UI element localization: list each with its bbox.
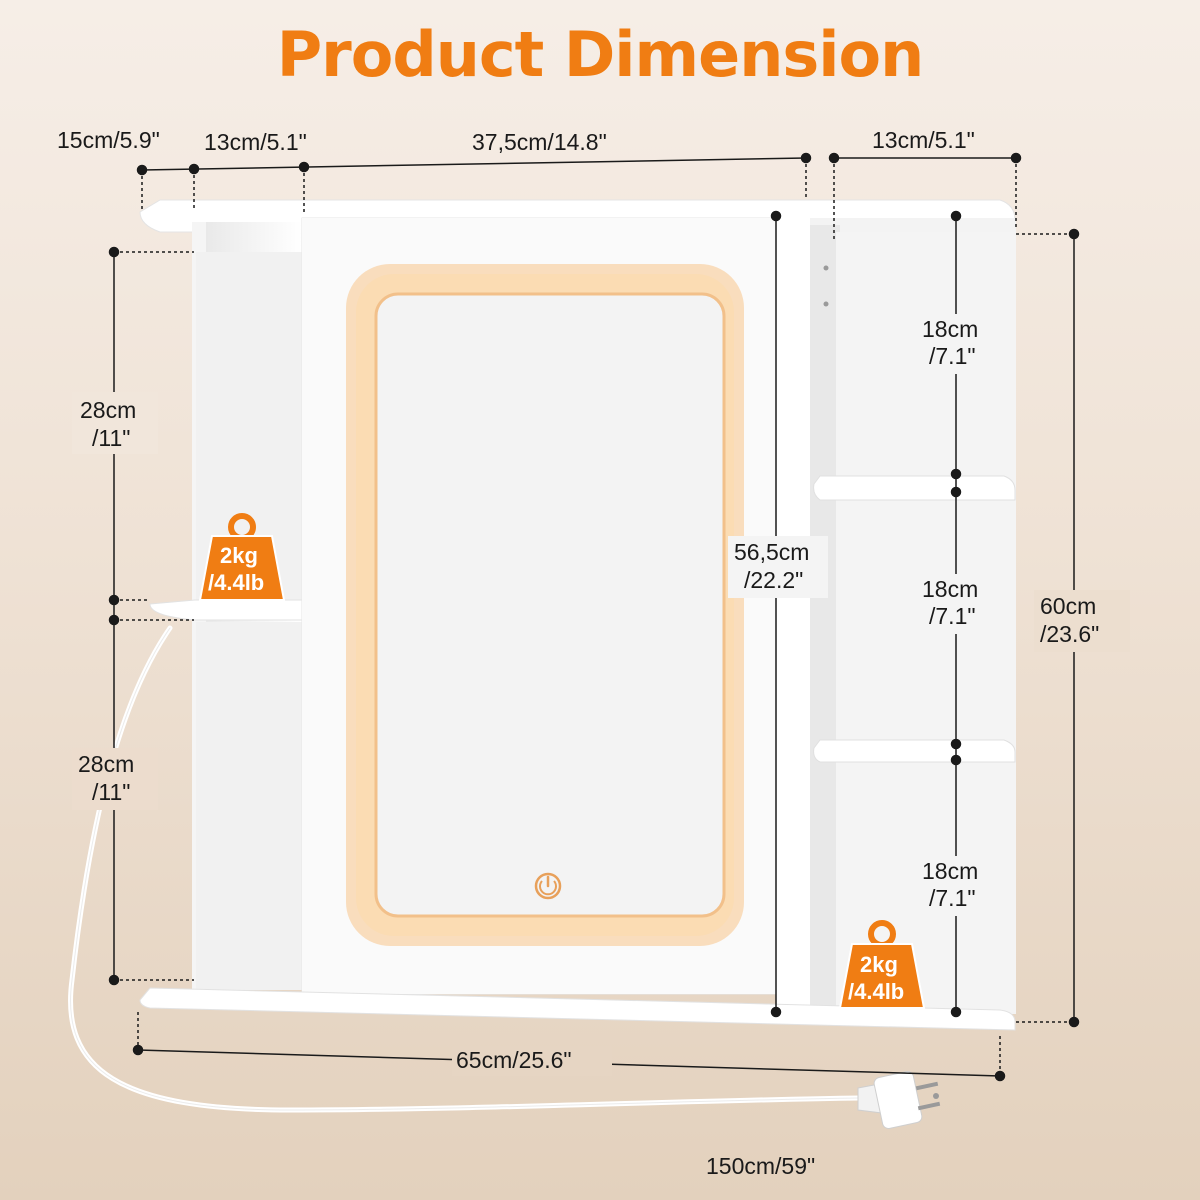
left-lower-compartment [196,622,302,990]
right-shelf-2 [813,739,1016,763]
weight-icon [198,513,286,601]
weight-badge-left: 2kg /4.4lb [198,513,286,601]
weight-badge-right-line2: /4.4lb [848,979,904,1004]
dim-right-shelf-1-a: 18cm [922,316,978,342]
weight-badge-left-line1: 2kg [220,543,258,568]
dim-top-right-compartment: 13cm/5.1" [872,127,975,153]
right-divider-panel [776,218,810,1014]
left-shelf [149,599,303,621]
dim-right-shelf-3-b: /7.1" [929,885,976,911]
dim-right-shelf-3-a: 18cm [922,858,978,884]
dim-door-height-2: /22.2" [744,567,803,593]
weight-icon [838,920,926,1009]
dim-left-upper-height-2: /11" [92,425,130,451]
dim-top-left-compartment: 13cm/5.1" [204,129,307,155]
dim-left-lower-height-2: /11" [92,779,130,805]
dim-left-upper-height-1: 28cm [80,397,136,423]
page-title: Product Dimension [276,18,925,91]
power-touch-icon[interactable] [534,872,562,900]
mirror-surface [374,292,726,918]
dim-right-shelf-2-a: 18cm [922,576,978,602]
bottom-board [139,987,1016,1031]
dim-right-shelf-2-b: /7.1" [929,603,976,629]
dim-door-height-1: 56,5cm [734,539,809,565]
dim-left-lower-height-1: 28cm [78,751,134,777]
weight-badge-left-line2: /4.4lb [208,570,264,595]
dim-total-width: 65cm/25.6" [456,1047,572,1073]
weight-badge-right-line1: 2kg [860,952,898,977]
cabinet [139,199,1016,1031]
dim-total-height-2: /23.6" [1040,621,1099,647]
weight-badge-right: 2kg /4.4lb [838,920,926,1009]
dim-cable-length: 150cm/59" [706,1153,815,1179]
dim-total-height-1: 60cm [1040,593,1096,619]
right-shelf-1 [813,475,1016,501]
dim-top-left-shelf: 15cm/5.9" [57,127,160,153]
dim-right-shelf-1-b: /7.1" [929,343,976,369]
dim-top-mirror-door: 37,5cm/14.8" [472,129,607,155]
plug-icon [857,1071,941,1129]
